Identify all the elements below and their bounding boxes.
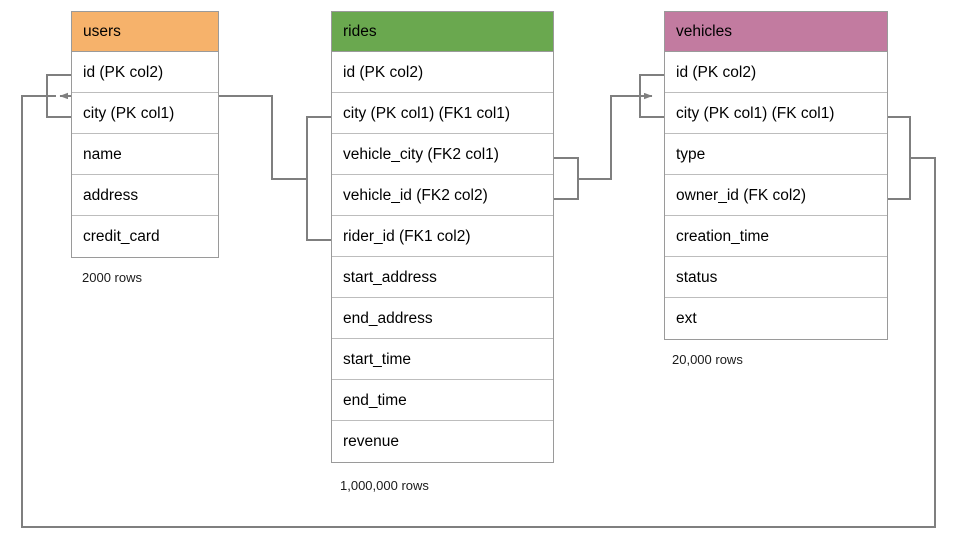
entity-vehicles-header: vehicles [665,12,887,52]
entity-vehicles-column-city[interactable]: city (PK col1) (FK col1) [665,93,887,134]
entity-users-column-id[interactable]: id (PK col2) [72,52,218,93]
entity-rides-header: rides [332,12,553,52]
entity-vehicles-title: vehicles [676,23,732,40]
entity-rides-row-count: 1,000,000 rows [340,478,429,493]
entity-vehicles[interactable]: vehicles id (PK col2) city (PK col1) (FK… [664,11,888,340]
entity-vehicles-column-ext[interactable]: ext [665,298,887,339]
entity-users-column-name[interactable]: name [72,134,218,175]
entity-rides-column-rider-id[interactable]: rider_id (FK1 col2) [332,216,553,257]
entity-rides[interactable]: rides id (PK col2) city (PK col1) (FK1 c… [331,11,554,463]
entity-rides-column-start-time[interactable]: start_time [332,339,553,380]
entity-users[interactable]: users id (PK col2) city (PK col1) name a… [71,11,219,258]
entity-users-header: users [72,12,218,52]
entity-vehicles-column-status[interactable]: status [665,257,887,298]
entity-users-column-city[interactable]: city (PK col1) [72,93,218,134]
entity-rides-column-revenue[interactable]: revenue [332,421,553,462]
entity-vehicles-column-owner-id[interactable]: owner_id (FK col2) [665,175,887,216]
entity-users-column-credit-card[interactable]: credit_card [72,216,218,257]
vehicles-target-bracket [639,74,664,118]
entity-users-title: users [83,23,121,40]
entity-rides-column-vehicle-city[interactable]: vehicle_city (FK2 col1) [332,134,553,175]
entity-rides-title: rides [343,23,377,40]
entity-users-column-address[interactable]: address [72,175,218,216]
entity-vehicles-column-type[interactable]: type [665,134,887,175]
entity-rides-column-end-address[interactable]: end_address [332,298,553,339]
relationship-rides-fk2-vehicles [554,92,653,200]
entity-rides-column-start-address[interactable]: start_address [332,257,553,298]
entity-users-row-count: 2000 rows [82,270,142,285]
entity-vehicles-column-creation-time[interactable]: creation_time [665,216,887,257]
entity-rides-column-city[interactable]: city (PK col1) (FK1 col1) [332,93,553,134]
entity-vehicles-row-count: 20,000 rows [672,352,743,367]
entity-rides-column-end-time[interactable]: end_time [332,380,553,421]
entity-rides-column-vehicle-id[interactable]: vehicle_id (FK2 col2) [332,175,553,216]
entity-rides-column-id[interactable]: id (PK col2) [332,52,553,93]
users-target-bracket [46,74,71,118]
entity-vehicles-column-id[interactable]: id (PK col2) [665,52,887,93]
